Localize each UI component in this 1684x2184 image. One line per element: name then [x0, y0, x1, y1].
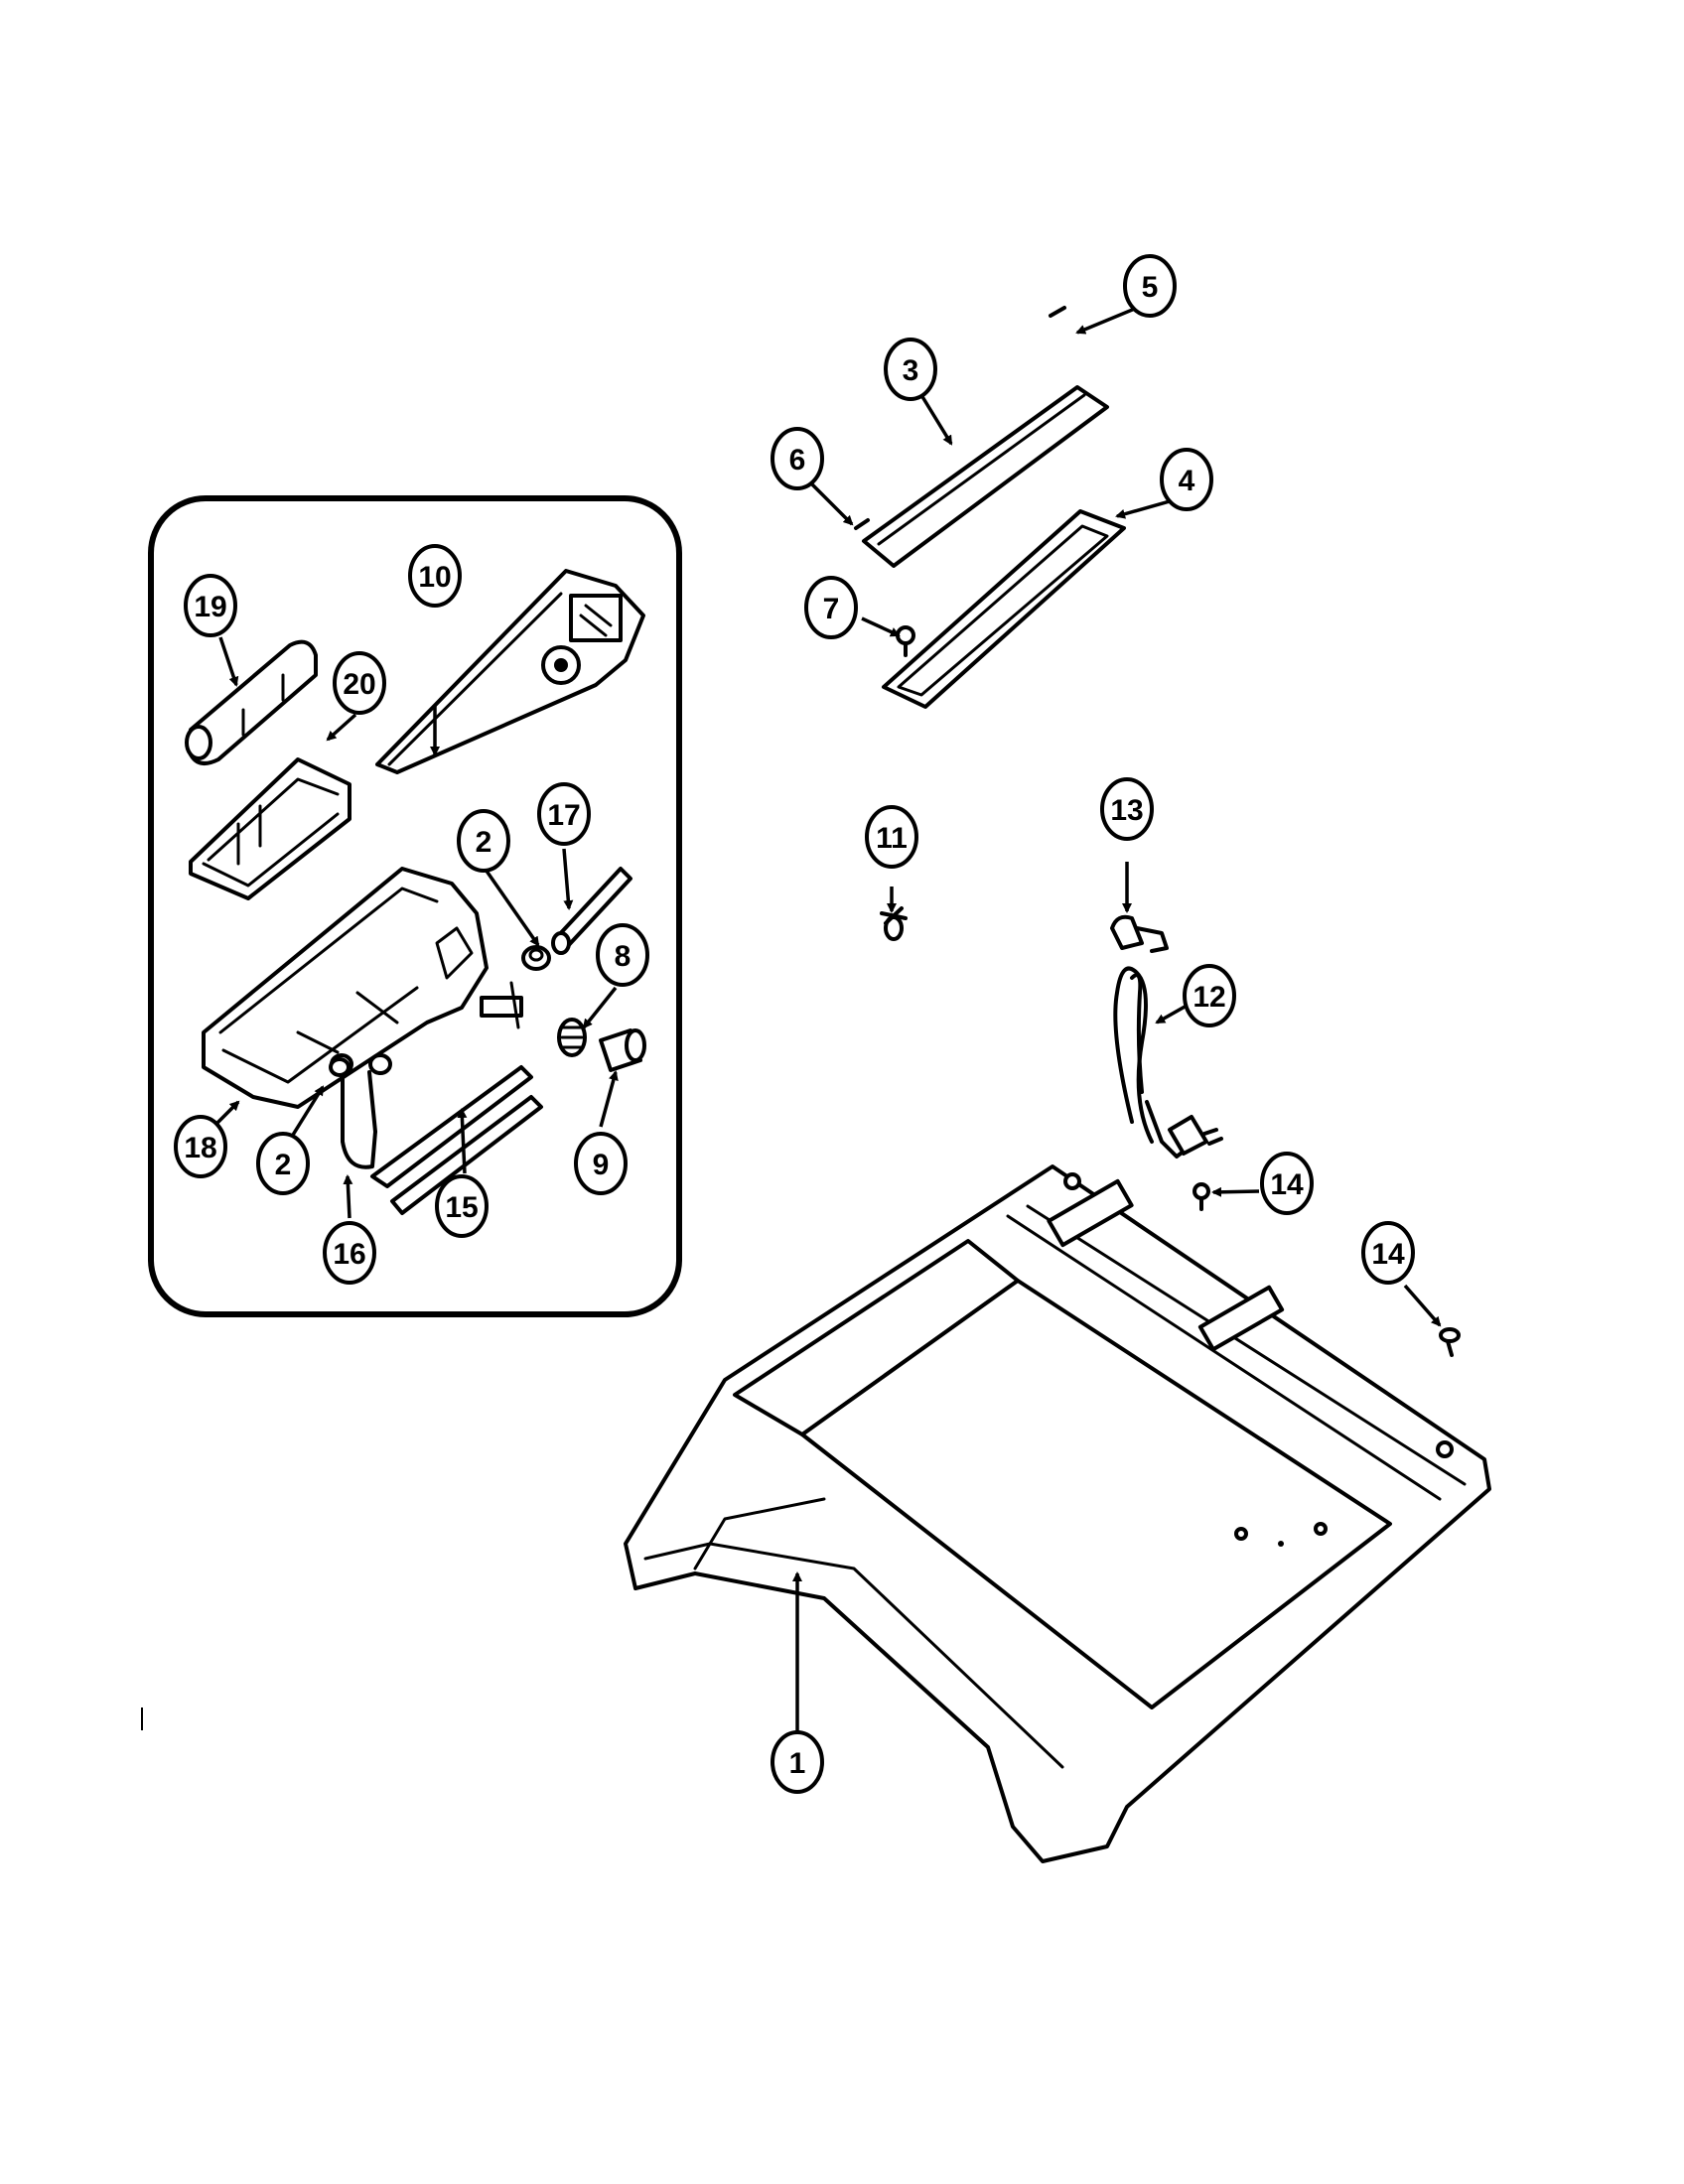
callout-12: 12 — [1183, 964, 1236, 1027]
part-14-screw-b — [1439, 1327, 1461, 1357]
svg-text:11: 11 — [876, 822, 908, 855]
svg-text:7: 7 — [823, 593, 840, 625]
svg-text:6: 6 — [789, 444, 806, 477]
part-2-grommet-upper — [521, 945, 551, 971]
callout-2-lower: 2 — [256, 1132, 310, 1195]
part-6-pin — [854, 518, 870, 530]
callout-14-b: 14 — [1361, 1221, 1415, 1285]
callout-20: 20 — [333, 651, 386, 715]
svg-text:10: 10 — [418, 561, 451, 594]
part-5-pin — [1049, 306, 1066, 318]
callout-3: 3 — [884, 338, 937, 401]
callout-5: 5 — [1123, 254, 1177, 318]
callout-4: 4 — [1160, 448, 1213, 511]
svg-text:9: 9 — [593, 1149, 610, 1181]
part-18-housing — [202, 867, 523, 1109]
callout-19: 19 — [184, 574, 237, 637]
svg-text:4: 4 — [1179, 465, 1195, 497]
part-3-lid — [862, 385, 1109, 568]
part-10-channel — [375, 569, 645, 774]
svg-text:14: 14 — [1371, 1238, 1405, 1271]
callout-14-a: 14 — [1260, 1152, 1314, 1215]
callout-7: 7 — [804, 576, 858, 639]
svg-text:5: 5 — [1142, 271, 1159, 304]
svg-text:3: 3 — [903, 354, 919, 387]
part-14-screw-a — [1193, 1182, 1210, 1211]
part-7-screw — [896, 625, 915, 657]
svg-text:17: 17 — [547, 799, 580, 832]
callout-16: 16 — [323, 1221, 376, 1285]
part-4-frame — [882, 509, 1126, 709]
svg-text:1: 1 — [789, 1747, 806, 1780]
svg-text:18: 18 — [184, 1132, 216, 1164]
callout-17: 17 — [537, 782, 591, 846]
callout-18: 18 — [174, 1115, 227, 1178]
part-19-cap — [185, 639, 318, 765]
callout-13: 13 — [1100, 777, 1154, 841]
leader-lines — [214, 304, 1442, 1735]
part-11-clip — [880, 906, 908, 941]
svg-text:14: 14 — [1270, 1168, 1304, 1201]
part-9-cylinder — [599, 1028, 646, 1072]
svg-text:20: 20 — [343, 668, 375, 701]
svg-text:8: 8 — [615, 940, 632, 973]
svg-text:2: 2 — [476, 826, 492, 859]
callout-15: 15 — [435, 1174, 489, 1238]
callout-6: 6 — [771, 427, 824, 490]
part-17-tube — [551, 867, 632, 955]
part-1-top-panel — [624, 1164, 1491, 1863]
part-12-power-cord — [1113, 966, 1223, 1159]
callout-11: 11 — [865, 805, 918, 869]
svg-text:19: 19 — [194, 591, 226, 623]
part-13-strain-relief — [1110, 914, 1169, 953]
svg-text:15: 15 — [445, 1191, 478, 1224]
svg-text:16: 16 — [333, 1238, 365, 1271]
part-8-clamp — [557, 1018, 587, 1057]
callout-2-upper: 2 — [457, 809, 510, 873]
callout-9: 9 — [574, 1132, 628, 1195]
part-20-cup — [189, 757, 351, 900]
callout-8: 8 — [596, 923, 649, 987]
svg-text:12: 12 — [1193, 981, 1225, 1014]
callout-10: 10 — [408, 544, 462, 608]
svg-text:2: 2 — [275, 1149, 292, 1181]
inset-frame — [148, 495, 682, 1317]
svg-text:13: 13 — [1110, 794, 1143, 827]
part-15-hose — [370, 1065, 543, 1215]
part-2-grommet-lower — [329, 1057, 351, 1077]
callout-1: 1 — [771, 1730, 824, 1794]
